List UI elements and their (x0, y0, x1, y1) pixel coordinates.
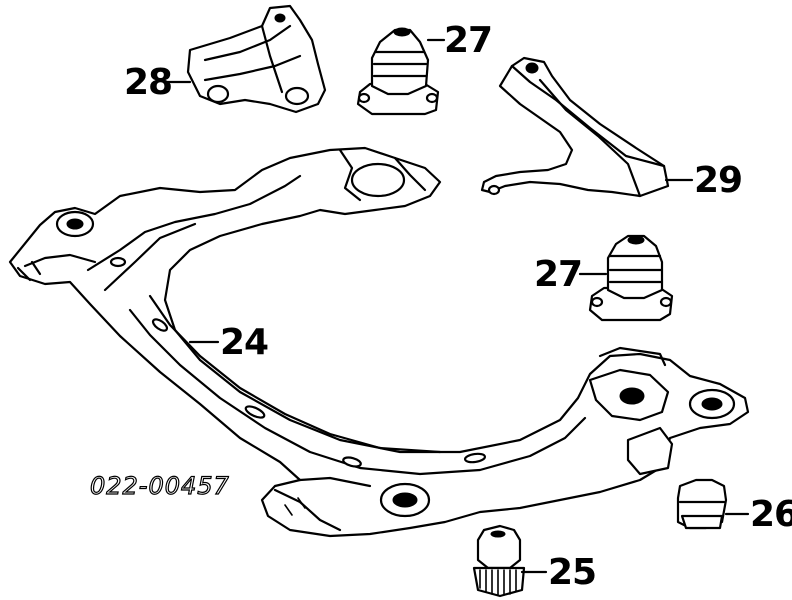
engine-mount-top (356, 27, 440, 116)
callout-26: 26 (750, 494, 792, 535)
bushing-side (676, 478, 728, 530)
callout-27-mid: 27 (534, 254, 582, 295)
callout-24: 24 (220, 322, 268, 363)
callout-28: 28 (124, 62, 172, 103)
callout-25: 25 (548, 552, 596, 593)
bushing-rear (472, 524, 526, 598)
callout-27-top: 27 (444, 20, 492, 61)
callout-29: 29 (694, 160, 742, 201)
leader-lines (166, 38, 750, 574)
support-stay (480, 56, 670, 198)
engine-mount-bracket (186, 4, 327, 114)
diagram-part-code: 022-00457 (90, 472, 230, 500)
subframe-crossmember (8, 146, 750, 538)
engine-mount-mid (588, 234, 674, 322)
